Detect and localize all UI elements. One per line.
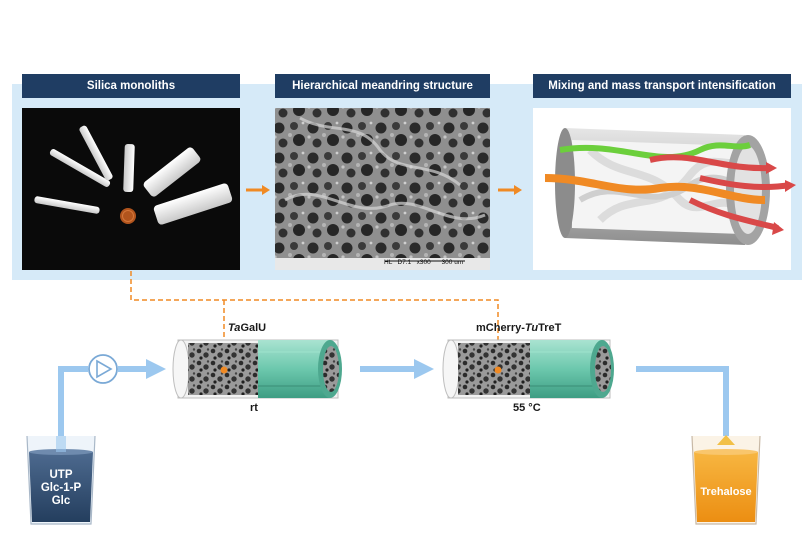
silica-monoliths-photo <box>22 108 240 270</box>
product-beaker <box>691 435 761 525</box>
substrate-glc-1-p: Glc-1-P <box>40 482 82 494</box>
reactor-2 <box>442 339 614 399</box>
dashed-connector <box>130 271 499 370</box>
reactor-1-enzyme-label: TaGalU <box>228 322 267 334</box>
panel-title-meandring-structure: Hierarchical meandring structure <box>275 74 490 98</box>
reactor-1 <box>172 339 342 399</box>
substrate-labels: UTP Glc-1-P Glc <box>29 469 93 508</box>
reactor-2-temperature: 55 °C <box>513 402 541 414</box>
reactor-1-temperature: rt <box>250 402 258 414</box>
substrate-utp: UTP <box>49 469 73 481</box>
pump-icon <box>88 354 118 384</box>
panel-title-mixing: Mixing and mass transport intensificatio… <box>533 74 791 98</box>
substrate-beaker <box>26 435 96 525</box>
panel-title-silica-monoliths: Silica monoliths <box>22 74 240 98</box>
flow-path <box>58 366 729 470</box>
sem-micrograph <box>275 108 490 270</box>
substrate-glc: Glc <box>51 495 71 507</box>
reactor-2-enzyme-label: mCherry-TuTreT <box>476 322 562 334</box>
sem-scale-bar: HL D7.1 x300 300 um <box>384 259 464 266</box>
product-label: Trehalose <box>700 486 752 498</box>
mass-transport-illustration <box>533 108 796 270</box>
